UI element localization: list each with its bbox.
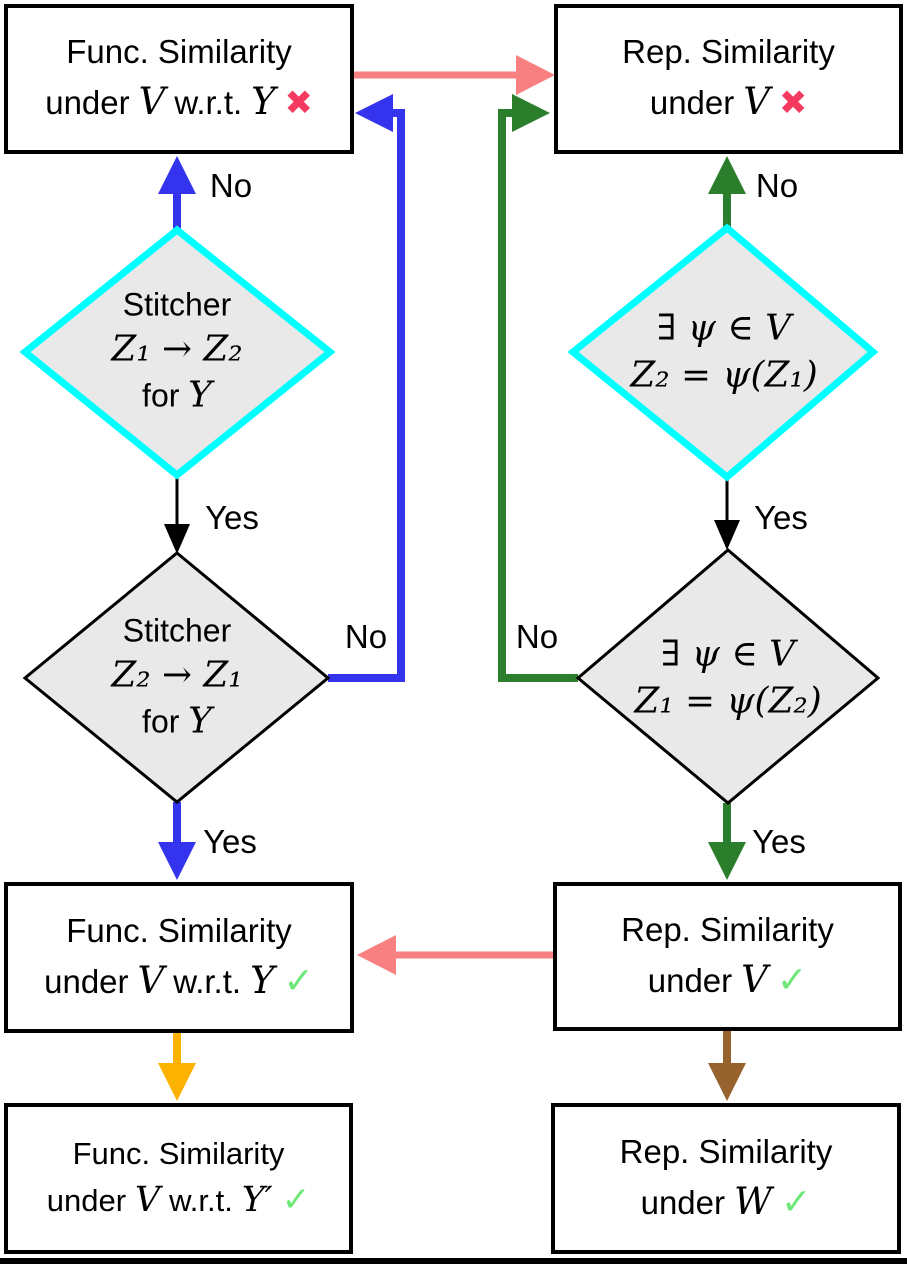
box-title: Func. Similarity (73, 1132, 285, 1176)
box-rep-similarity-no: Rep. Similarity under V ✖ (554, 4, 903, 154)
cross-icon: ✖ (778, 83, 808, 123)
math-y: Y (188, 374, 212, 416)
box-rep-similarity-yes: Rep. Similarity under V ✓ (553, 882, 902, 1031)
box-title-text: Rep. Similarity (622, 33, 835, 71)
box-subtitle: under V w.r.t. Y ✖ (45, 76, 313, 128)
arrowhead-blue-up-icon (158, 156, 196, 194)
box-subtitle: under V w.r.t. Y ✓ (44, 955, 314, 1007)
diamond-line1: Stitcher (122, 612, 232, 649)
math-w: W (734, 1179, 772, 1223)
box-func-similarity-no: Func. Similarity under V w.r.t. Y ✖ (4, 4, 354, 154)
math-y: Y (188, 700, 212, 742)
under-text: under (640, 1183, 725, 1221)
diamond-line1-math: ∃ ψ ∈ V (660, 633, 796, 675)
diamond-line2-math: Z₁ → Z₂ (111, 328, 243, 370)
math-v: V (138, 80, 166, 124)
label-yes-mid-left: Yes (205, 499, 259, 536)
label-yes-mid-right: Yes (754, 499, 808, 536)
box-subtitle: under V ✓ (648, 954, 808, 1006)
for-text: for (142, 377, 180, 414)
label-no-loop-left: No (344, 618, 388, 655)
check-icon: ✓ (281, 1179, 311, 1220)
box-func-similarity-yes: Func. Similarity under V w.r.t. Y ✓ (4, 882, 354, 1033)
diamond-line2-math: Z₂ = ψ(Z₁) (630, 354, 818, 395)
math-v: V (135, 1179, 161, 1220)
box-title-text: Func. Similarity (72, 1135, 285, 1171)
arrowhead-black-down-right-icon (714, 520, 740, 550)
diamond-stitcher-z2-z1 (22, 551, 331, 804)
box-subtitle: under V ✖ (650, 76, 807, 128)
diamond-line2-math: Z₁ = ψ(Z₂) (634, 680, 822, 721)
label-no-loop-right: No (515, 618, 559, 655)
box-rep-similarity-w: Rep. Similarity under W ✓ (551, 1103, 901, 1254)
diamond-line3: for Y (111, 699, 242, 746)
diamond-stitcher-z1-z2 (19, 225, 336, 480)
cross-icon: ✖ (284, 83, 313, 123)
arrowhead-black-down-left-icon (164, 524, 190, 554)
math-y-prime: Y′ (241, 1179, 273, 1220)
edge-blue-no-return (328, 109, 405, 682)
arrowhead-brown-down-icon (708, 1063, 746, 1101)
math-v: V (743, 80, 770, 124)
arrowhead-blue-down-icon (158, 842, 196, 880)
diamond-exists-psi-z1 (575, 548, 881, 805)
under-text: under (647, 961, 733, 999)
box-title-text: Rep. Similarity (621, 910, 834, 948)
for-text: for (142, 703, 180, 740)
box-title-text: Func. Similarity (66, 911, 292, 949)
arrowhead-green-right-icon (512, 94, 550, 132)
label-no-top-right: No (755, 167, 799, 204)
diamond-line3: for Y (111, 373, 242, 420)
under-text: under (44, 962, 129, 1000)
diamond-text-exists-psi-z2: ∃ ψ ∈ V Z₂ = ψ(Z₁) (630, 305, 817, 398)
diamond-exists-psi-z2 (567, 223, 879, 482)
diamond-line1-math: ∃ ψ ∈ V (656, 307, 792, 349)
under-text: under (649, 84, 735, 122)
box-func-similarity-yprime: Func. Similarity under V w.r.t. Y′ ✓ (4, 1103, 353, 1254)
label-yes-bottom-right: Yes (752, 823, 806, 860)
box-title: Rep. Similarity (620, 1129, 833, 1176)
diamond-line2-math: Z₂ → Z₁ (111, 654, 243, 696)
box-title: Func. Similarity (66, 908, 292, 955)
check-icon: ✓ (776, 957, 808, 1001)
math-v: V (137, 958, 165, 1002)
box-title-text: Func. Similarity (66, 33, 292, 71)
box-subtitle: under W ✓ (641, 1176, 812, 1228)
diamond-text-exists-psi-z1: ∃ ψ ∈ V Z₁ = ψ(Z₂) (634, 631, 821, 724)
box-title: Rep. Similarity (621, 907, 834, 954)
label-yes-bottom-left: Yes (203, 823, 257, 860)
wrt-text: w.r.t. (174, 84, 243, 122)
box-title-text: Rep. Similarity (619, 1132, 833, 1170)
under-text: under (45, 84, 130, 122)
under-text: under (46, 1182, 127, 1218)
box-subtitle: under V w.r.t. Y′ ✓ (47, 1176, 311, 1225)
label-no-top-left: No (209, 167, 253, 204)
math-y: Y (251, 80, 276, 124)
wrt-text: w.r.t. (173, 962, 242, 1000)
arrowhead-green-down-icon (708, 842, 746, 880)
diamond-line1: Stitcher (122, 286, 232, 323)
check-icon: ✓ (780, 1179, 812, 1223)
edge-green-no-return (498, 109, 578, 682)
arrowhead-blue-left-icon (355, 94, 393, 132)
math-y: Y (250, 958, 275, 1002)
diamond-text-stitcher-z1-z2: Stitcher Z₁ → Z₂ for Y (111, 285, 242, 420)
math-v: V (741, 957, 768, 1001)
bottom-rule (0, 1258, 907, 1264)
arrowhead-green-up-icon (708, 156, 746, 194)
check-icon: ✓ (283, 958, 314, 1002)
diamond-text-stitcher-z2-z1: Stitcher Z₂ → Z₁ for Y (111, 611, 242, 746)
arrowhead-orange-down-icon (158, 1063, 196, 1101)
wrt-text: w.r.t. (169, 1182, 233, 1218)
box-title: Func. Similarity (66, 29, 292, 76)
box-title: Rep. Similarity (622, 29, 835, 76)
arrowhead-pink-right-icon (516, 55, 555, 95)
arrowhead-pink-left-icon (357, 935, 396, 975)
